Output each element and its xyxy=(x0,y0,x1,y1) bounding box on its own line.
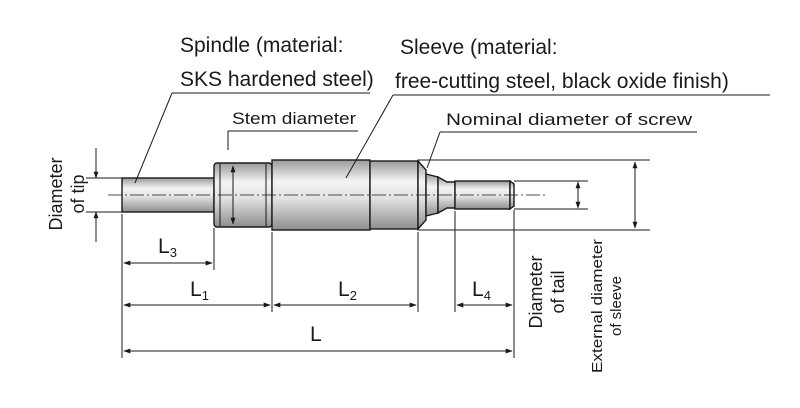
dim-L3-sub: 3 xyxy=(170,245,177,260)
dim-L1-label: L1 xyxy=(190,278,209,303)
dim-L2-label: L2 xyxy=(338,278,357,303)
svg-text:External diameter: External diameter xyxy=(589,239,606,373)
sleeve-label-line2: free-cutting steel, black oxide finish) xyxy=(395,70,729,93)
nominal-diameter-label: Nominal diameter of screw xyxy=(446,110,693,129)
right-extension-lines xyxy=(418,159,650,231)
svg-text:Diameter: Diameter xyxy=(526,255,546,328)
dim-L2-letter: L xyxy=(338,278,350,301)
leader-lines xyxy=(134,92,770,184)
svg-text:Diameter: Diameter xyxy=(46,157,66,230)
bottom-extension-lines xyxy=(121,210,515,358)
dim-L4-letter: L xyxy=(472,278,484,301)
svg-text:of sleeve: of sleeve xyxy=(608,276,625,336)
spindle-label-line1: Spindle (material: xyxy=(180,34,343,57)
dim-L4-sub: 4 xyxy=(484,288,491,303)
dim-L3-letter: L xyxy=(158,235,170,258)
dim-L1-letter: L xyxy=(190,278,202,301)
external-diameter-label: External diameter of sleeve xyxy=(589,239,625,373)
spindle-label-line2: SKS hardened steel) xyxy=(180,68,374,91)
svg-text:of tip: of tip xyxy=(68,174,88,213)
stem-diameter-label: Stem diameter xyxy=(232,109,356,128)
tip-diameter-dim xyxy=(86,148,122,242)
dim-L1-sub: 1 xyxy=(202,288,209,303)
dim-L-label: L xyxy=(310,323,322,346)
dim-L4-label: L4 xyxy=(472,278,491,303)
svg-text:of tail: of tail xyxy=(548,270,568,313)
length-dimensions xyxy=(123,260,513,354)
tip-diameter-label: Diameter of tip xyxy=(46,157,88,230)
sleeve-label-line1: Sleeve (material: xyxy=(400,36,558,59)
dim-L2-sub: 2 xyxy=(350,288,357,303)
tail-diameter-label: Diameter of tail xyxy=(526,255,568,328)
dim-L3-label: L3 xyxy=(158,235,177,260)
